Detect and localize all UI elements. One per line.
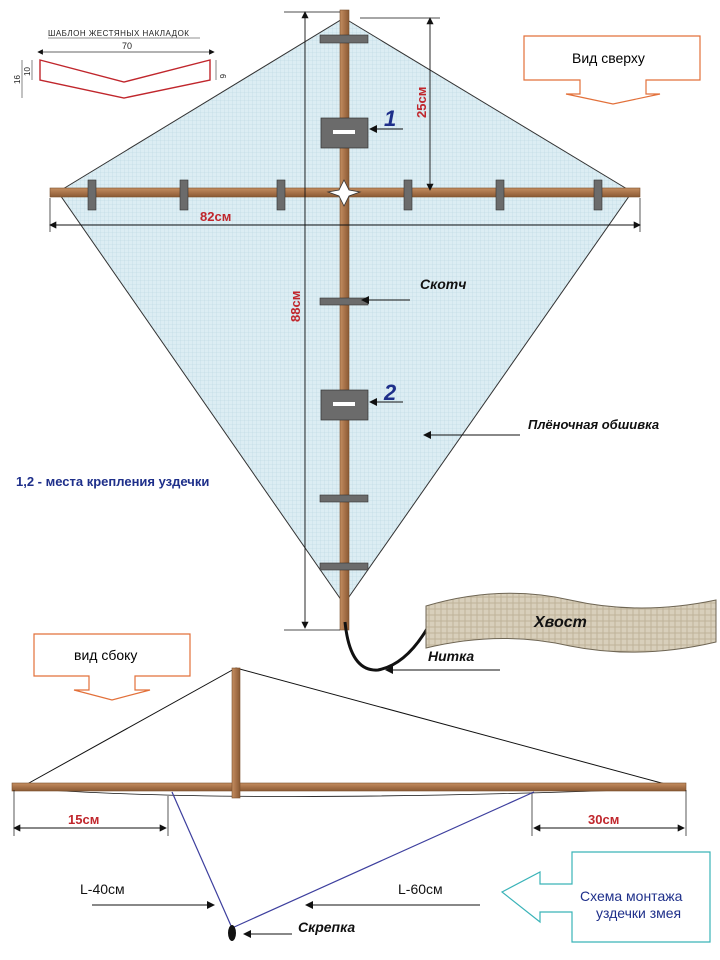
kite-top-view: 1 2 82см 25см 88см Скотч Плёночная обшив…: [16, 9, 659, 631]
spar-length-label: 82см: [200, 209, 231, 224]
thread-label: Нитка: [428, 648, 474, 664]
marker-1-label: 1: [384, 106, 396, 131]
template-drawing: ШАБЛОН ЖЕСТЯНЫХ НАКЛАДОК 70 16 10 6: [13, 29, 227, 99]
side-view-callout: вид сбоку: [33, 633, 191, 701]
bridle-scheme-callout: Схема монтажа уздечки змея: [500, 851, 711, 943]
bridle-scheme-line2: уздечки змея: [596, 905, 681, 921]
bridle-right-length: L-60см: [398, 881, 443, 897]
side-view-title: вид сбоку: [74, 647, 137, 663]
skin-label: Плёночная обшивка: [528, 417, 659, 432]
bridle-left-length: L-40см: [80, 881, 125, 897]
template-h1-label: 16: [13, 75, 22, 84]
template-h2-label: 10: [23, 67, 32, 76]
side-spar: [231, 667, 241, 799]
template-plate-shape: [39, 59, 211, 99]
tape-label: Скотч: [420, 276, 466, 292]
kite-side-view: 15см 30см L-40см L-60см Скрепка: [11, 667, 687, 941]
marker-2-label: 2: [383, 380, 397, 405]
kite-tail: Хвост Нитка: [343, 592, 717, 674]
clip-label: Скрепка: [298, 919, 355, 935]
vertical-spine: [339, 9, 350, 631]
spar-clips: [87, 179, 603, 211]
spine-length-label: 88см: [288, 291, 303, 322]
side-spine: [11, 782, 687, 792]
bridle-plate-1: [320, 117, 369, 149]
bridle-line-left: [171, 791, 233, 929]
clip-icon: [228, 925, 236, 941]
top-view-callout: Вид сверху: [523, 35, 701, 105]
spine-tape-bands: [319, 34, 369, 571]
bridle-points-label: 1,2 - места крепления уздечки: [16, 474, 209, 489]
top-view-title: Вид сверху: [572, 50, 645, 66]
template-title: ШАБЛОН ЖЕСТЯНЫХ НАКЛАДОК: [48, 29, 189, 38]
bridle-scheme-line1: Схема монтажа: [580, 888, 683, 904]
bridle-line-right: [231, 791, 535, 929]
template-width-label: 70: [122, 41, 132, 51]
side-dim-left-label: 15см: [68, 812, 99, 827]
center-joint-icon: [326, 179, 362, 207]
tail-ribbon: [425, 592, 717, 653]
tail-label: Хвост: [533, 614, 587, 631]
side-dim-right-label: 30см: [588, 812, 619, 827]
top-length-label: 25см: [414, 87, 429, 118]
template-h3-label: 6: [218, 74, 227, 79]
bridle-plate-2: [320, 389, 369, 421]
